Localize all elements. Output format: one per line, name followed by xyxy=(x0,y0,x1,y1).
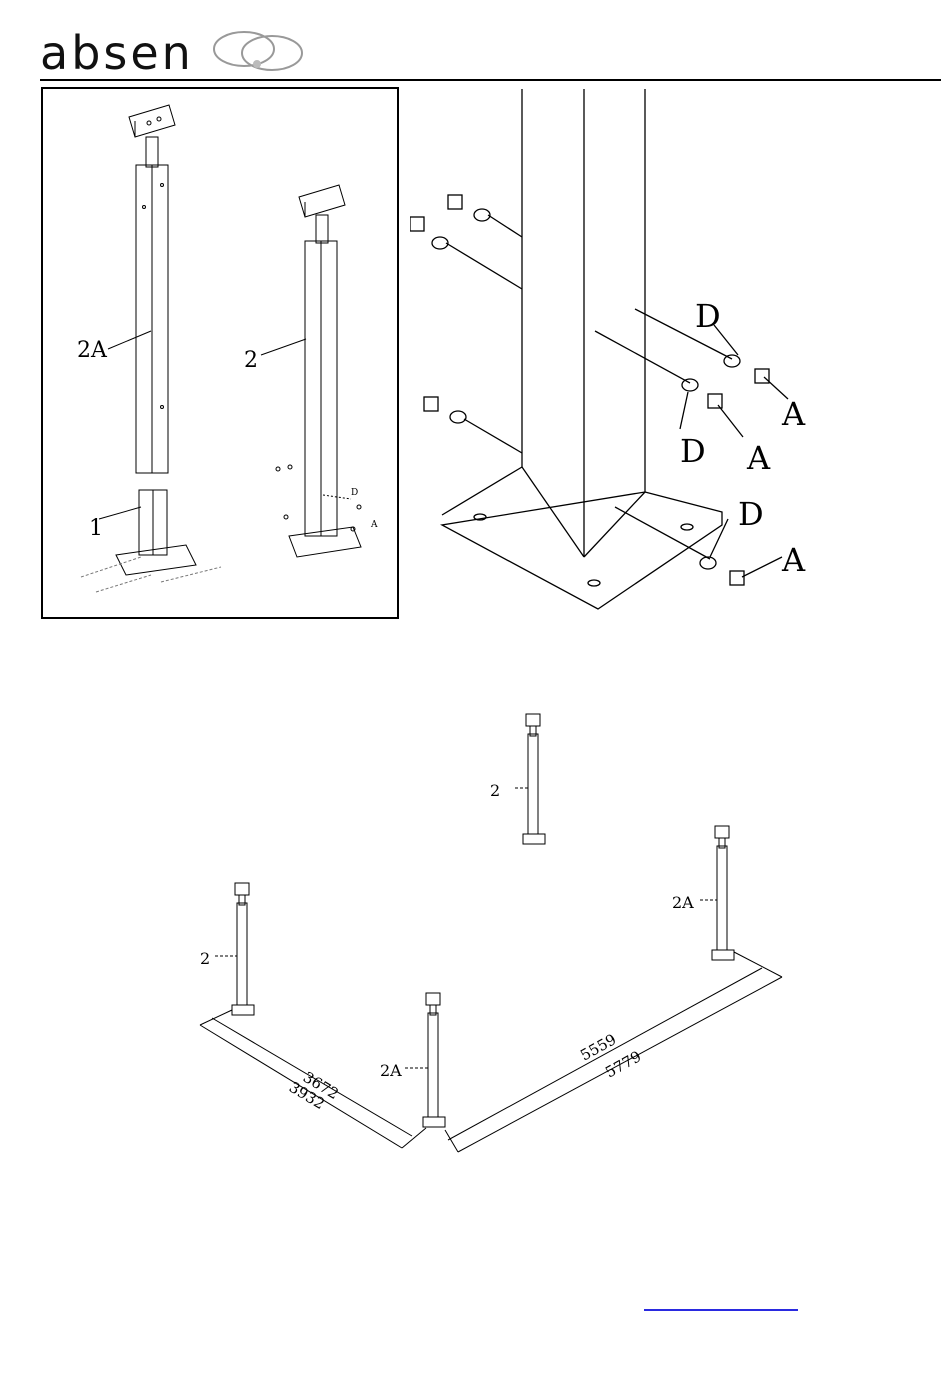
plan-label-2-top: 2 xyxy=(490,781,500,800)
label-2: 2 xyxy=(244,348,258,373)
callout-a-1: A xyxy=(781,395,806,433)
small-label-d: D xyxy=(351,488,358,498)
callout-d-1: D xyxy=(695,297,721,335)
bolt-upper-left xyxy=(448,195,522,237)
bolt-detail-drawing: D A D A D A xyxy=(410,87,830,617)
post-2a-drawing xyxy=(129,105,175,473)
plan-label-2-left: 2 xyxy=(200,949,210,968)
callout-a-3: A xyxy=(781,541,806,579)
post-front xyxy=(423,993,445,1127)
callout-d-2: D xyxy=(680,432,706,470)
base-plate-drawing xyxy=(81,490,221,592)
post-layout-plan: 2 2A 2 2A 3672 3932 5559 5779 xyxy=(180,700,800,1170)
plan-label-2a-front: 2A xyxy=(380,1061,402,1080)
footer-link[interactable] xyxy=(644,1309,798,1311)
callout-a-2: A xyxy=(746,439,771,477)
post-left xyxy=(232,883,254,1015)
callout-d-3: D xyxy=(738,495,764,533)
label-2a: 2A xyxy=(77,338,108,363)
plan-label-2a-right: 2A xyxy=(672,893,694,912)
brand-logo-text: absen xyxy=(40,30,194,76)
dimension-lines xyxy=(200,952,782,1152)
post-2-drawing xyxy=(276,185,361,557)
bolt-upper-left-2 xyxy=(410,217,522,289)
bolt-right-3 xyxy=(615,507,744,585)
post-right xyxy=(712,826,734,960)
page-header: absen xyxy=(0,0,950,90)
exploded-posts-panel: 2A 2 1 D A xyxy=(41,87,401,620)
post-top-center xyxy=(523,714,545,844)
interlocking-rings-icon xyxy=(212,28,307,78)
bolt-right-2 xyxy=(595,331,722,408)
header-divider xyxy=(40,79,941,81)
bolt-lower-left xyxy=(424,397,522,453)
small-label-a: A xyxy=(370,520,378,530)
label-1: 1 xyxy=(89,516,103,541)
